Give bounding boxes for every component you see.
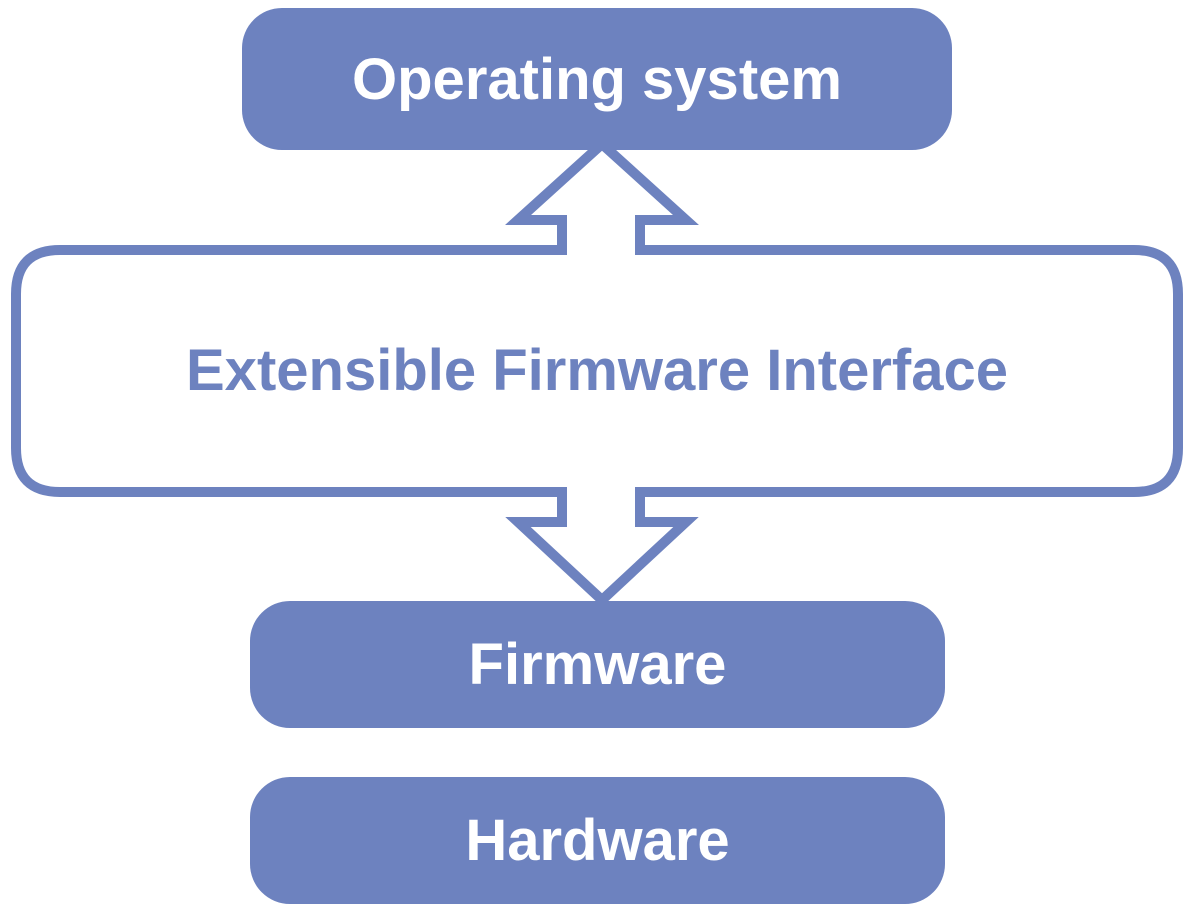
firmware-label: Firmware — [468, 632, 727, 697]
firmware-box: Firmware — [250, 601, 945, 728]
interface-label: Extensible Firmware Interface — [186, 337, 1008, 403]
interface-label-container: Extensible Firmware Interface — [14, 250, 1180, 490]
operating-system-box: Operating system — [242, 8, 952, 150]
hardware-label: Hardware — [465, 808, 730, 873]
operating-system-label: Operating system — [352, 46, 842, 112]
interface-arrow-outline — [11, 137, 1183, 607]
hardware-box: Hardware — [250, 777, 945, 904]
